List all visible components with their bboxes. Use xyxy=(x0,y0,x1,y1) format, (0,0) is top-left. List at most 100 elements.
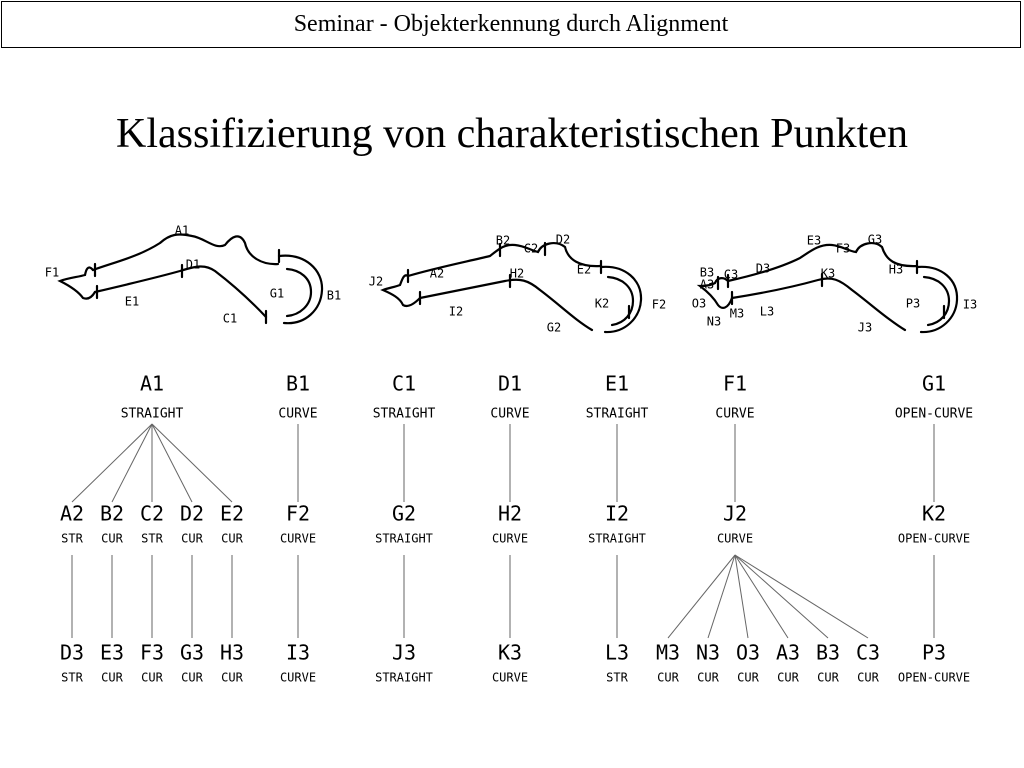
node-id: J3 xyxy=(392,641,416,665)
shape-label-e1: E1 xyxy=(125,295,139,309)
shape-2-upper-contour xyxy=(406,242,602,278)
node-class: STRAIGHT xyxy=(586,407,649,422)
tree-edge xyxy=(667,554,736,639)
node-class: STRAIGHT xyxy=(373,407,436,422)
shape-label-h2: H2 xyxy=(510,267,524,281)
shape-label-a3: A3 xyxy=(700,278,714,292)
shape-label-g1: G1 xyxy=(270,287,284,301)
shape-label-b1: B1 xyxy=(327,289,341,303)
node-class: OPEN-CURVE xyxy=(898,671,970,685)
tree-nodes: A1STRAIGHTB1CURVEC1STRAIGHTD1CURVEE1STRA… xyxy=(60,372,973,685)
shape-1-ring xyxy=(277,254,324,325)
shape-2-inner-arc xyxy=(606,275,635,327)
header-text: Seminar - Objekterkennung durch Alignmen… xyxy=(293,11,729,37)
tree-edge xyxy=(734,554,789,639)
shape-label-c3: C3 xyxy=(724,268,738,282)
node-id: N3 xyxy=(696,641,720,665)
node-id: I2 xyxy=(605,502,629,526)
shape-label-h3: H3 xyxy=(889,263,903,277)
shape-drawing-2 xyxy=(380,241,643,334)
shape-label-f2: F2 xyxy=(652,298,666,312)
shape-label-d2: D2 xyxy=(556,233,570,247)
node-id: H2 xyxy=(498,502,522,526)
node-id: F3 xyxy=(140,641,164,665)
shape-1-lower-contour xyxy=(93,265,268,319)
node-class: CURVE xyxy=(492,532,528,546)
tree-edge xyxy=(734,554,749,639)
shape-2-ring xyxy=(599,265,643,334)
node-class: CUR xyxy=(181,532,203,546)
node-class: CURVE xyxy=(717,532,753,546)
node-class: STR xyxy=(61,671,83,685)
node-id: E3 xyxy=(100,641,124,665)
node-class: STRAIGHT xyxy=(375,671,433,685)
shape-label-f1: F1 xyxy=(45,266,59,280)
node-id: F1 xyxy=(723,372,747,396)
node-class: STRAIGHT xyxy=(588,532,646,546)
node-class: CUR xyxy=(101,532,123,546)
shape-label-b2: B2 xyxy=(496,234,510,248)
node-class: CURVE xyxy=(280,532,316,546)
node-id: E1 xyxy=(605,372,629,396)
node-class: CUR xyxy=(697,671,719,685)
node-id: C1 xyxy=(392,372,416,396)
shape-label-g3: G3 xyxy=(868,233,882,247)
node-class: OPEN-CURVE xyxy=(895,407,973,422)
node-class: CUR xyxy=(657,671,679,685)
tree-edge xyxy=(707,554,736,639)
node-id: A3 xyxy=(776,641,800,665)
tree-lines xyxy=(71,423,935,639)
shape-label-a1: A1 xyxy=(175,224,189,238)
node-class: CUR xyxy=(221,532,243,546)
shape-label-e2: E2 xyxy=(577,263,591,277)
node-id: B2 xyxy=(100,502,124,526)
shape-label-p3: P3 xyxy=(906,297,920,311)
node-class: STR xyxy=(141,532,163,546)
shape-label-j2: J2 xyxy=(369,275,383,289)
node-class: CURVE xyxy=(492,671,528,685)
node-id: L3 xyxy=(605,641,629,665)
shape-1-inner-arc xyxy=(285,267,313,318)
shape-drawing-1 xyxy=(57,233,324,325)
shape-label-k2: K2 xyxy=(595,297,609,311)
node-id: M3 xyxy=(656,641,680,665)
shape-label-n3: N3 xyxy=(707,315,721,329)
shape-1-tail xyxy=(57,266,97,300)
node-class: CUR xyxy=(737,671,759,685)
node-class: CUR xyxy=(101,671,123,685)
node-id: H3 xyxy=(220,641,244,665)
shape-label-j3: J3 xyxy=(858,321,872,335)
shape-2-lower-contour xyxy=(418,278,594,332)
shape-label-d1: D1 xyxy=(186,258,200,272)
node-class: CURVE xyxy=(280,671,316,685)
tree-edge xyxy=(734,554,829,639)
node-class: CURVE xyxy=(490,407,529,422)
shape-3-lower-contour xyxy=(730,277,907,332)
node-id: P3 xyxy=(922,641,946,665)
node-id: I3 xyxy=(286,641,310,665)
node-id: G1 xyxy=(922,372,946,396)
node-id: B1 xyxy=(286,372,310,396)
node-id: K3 xyxy=(498,641,522,665)
shape-label-i2: I2 xyxy=(449,305,463,319)
node-class: CUR xyxy=(817,671,839,685)
